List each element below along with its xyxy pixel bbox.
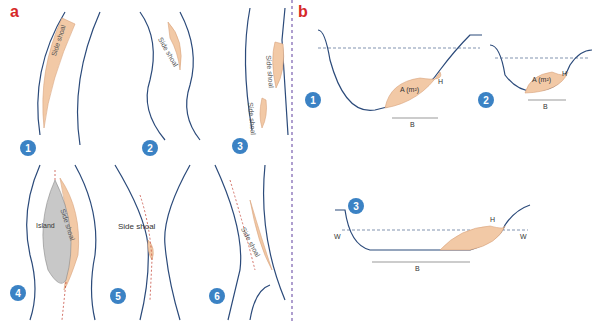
part-label: W bbox=[520, 233, 527, 240]
callout-number: 1 bbox=[310, 95, 316, 106]
callout-circle: 1 bbox=[305, 92, 321, 108]
callout-circle: 1 bbox=[20, 140, 36, 156]
panel-letter: b bbox=[298, 4, 308, 20]
part-label: H bbox=[562, 70, 567, 77]
callout-number: 4 bbox=[15, 288, 21, 299]
part-label: H bbox=[490, 216, 495, 223]
callout-number: 2 bbox=[147, 143, 153, 154]
callout-circle: 5 bbox=[110, 288, 126, 304]
callout-circle: 3 bbox=[348, 198, 364, 214]
callout-circle: 3 bbox=[232, 138, 248, 154]
part-label: H bbox=[438, 78, 443, 85]
callout-number: 3 bbox=[353, 201, 359, 212]
part-label: Side shoal bbox=[118, 223, 155, 231]
callout-number: 3 bbox=[237, 141, 243, 152]
panel-letter: a bbox=[10, 4, 19, 20]
callout-number: 5 bbox=[115, 291, 121, 302]
part-label: Island bbox=[36, 222, 55, 229]
part-label: B bbox=[410, 121, 415, 128]
part-label: A (m²) bbox=[400, 86, 419, 93]
callout-circle: 2 bbox=[478, 92, 494, 108]
callout-number: 1 bbox=[25, 143, 31, 154]
part-label: Side shoal bbox=[247, 102, 257, 135]
callout-circle: 4 bbox=[10, 285, 26, 301]
part-label: B bbox=[415, 265, 420, 272]
callout-number: 2 bbox=[483, 95, 489, 106]
callout-circle: 6 bbox=[209, 288, 225, 304]
part-label: B bbox=[543, 103, 548, 110]
part-label: A (m²) bbox=[532, 76, 551, 83]
part-label: W bbox=[334, 233, 341, 240]
callout-number: 6 bbox=[214, 291, 220, 302]
callout-circle: 2 bbox=[142, 140, 158, 156]
